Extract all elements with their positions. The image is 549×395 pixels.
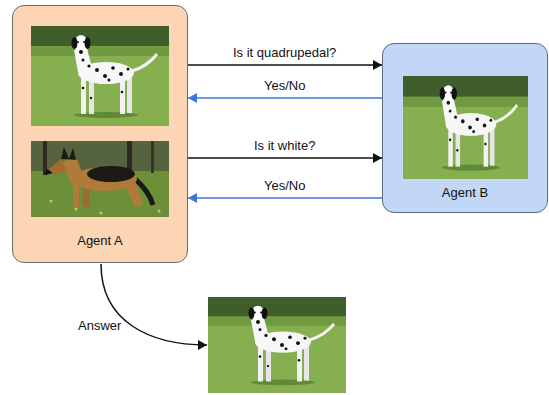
- reply-label: Yes/No: [264, 178, 305, 193]
- edge-label-box: Is it quadrupedal?: [233, 43, 336, 61]
- edge-label-box: Yes/No: [264, 176, 305, 194]
- label-box: Answer: [78, 318, 121, 334]
- question-arrow: [188, 64, 382, 66]
- question-arrow: [188, 157, 382, 159]
- answer-label: Answer: [78, 318, 121, 333]
- reply-label: Yes/No: [264, 78, 305, 93]
- shepherd-photo: [31, 141, 169, 217]
- edge-label-box: Is it white?: [254, 136, 315, 154]
- question-label: Is it white?: [254, 138, 315, 153]
- dalmatian-photo: [403, 76, 528, 179]
- dalmatian-photo: [31, 26, 169, 126]
- agent-box: Agent A: [12, 5, 188, 263]
- reply-arrow: [188, 197, 382, 199]
- edge-label-box: Yes/No: [264, 76, 305, 94]
- reply-arrow: [188, 97, 382, 99]
- agent-label: Agent A: [77, 233, 123, 249]
- question-label: Is it quadrupedal?: [233, 45, 336, 60]
- agent-label: Agent B: [442, 185, 488, 201]
- dalmatian-photo: [208, 297, 346, 393]
- agent-box: Agent B: [382, 43, 548, 213]
